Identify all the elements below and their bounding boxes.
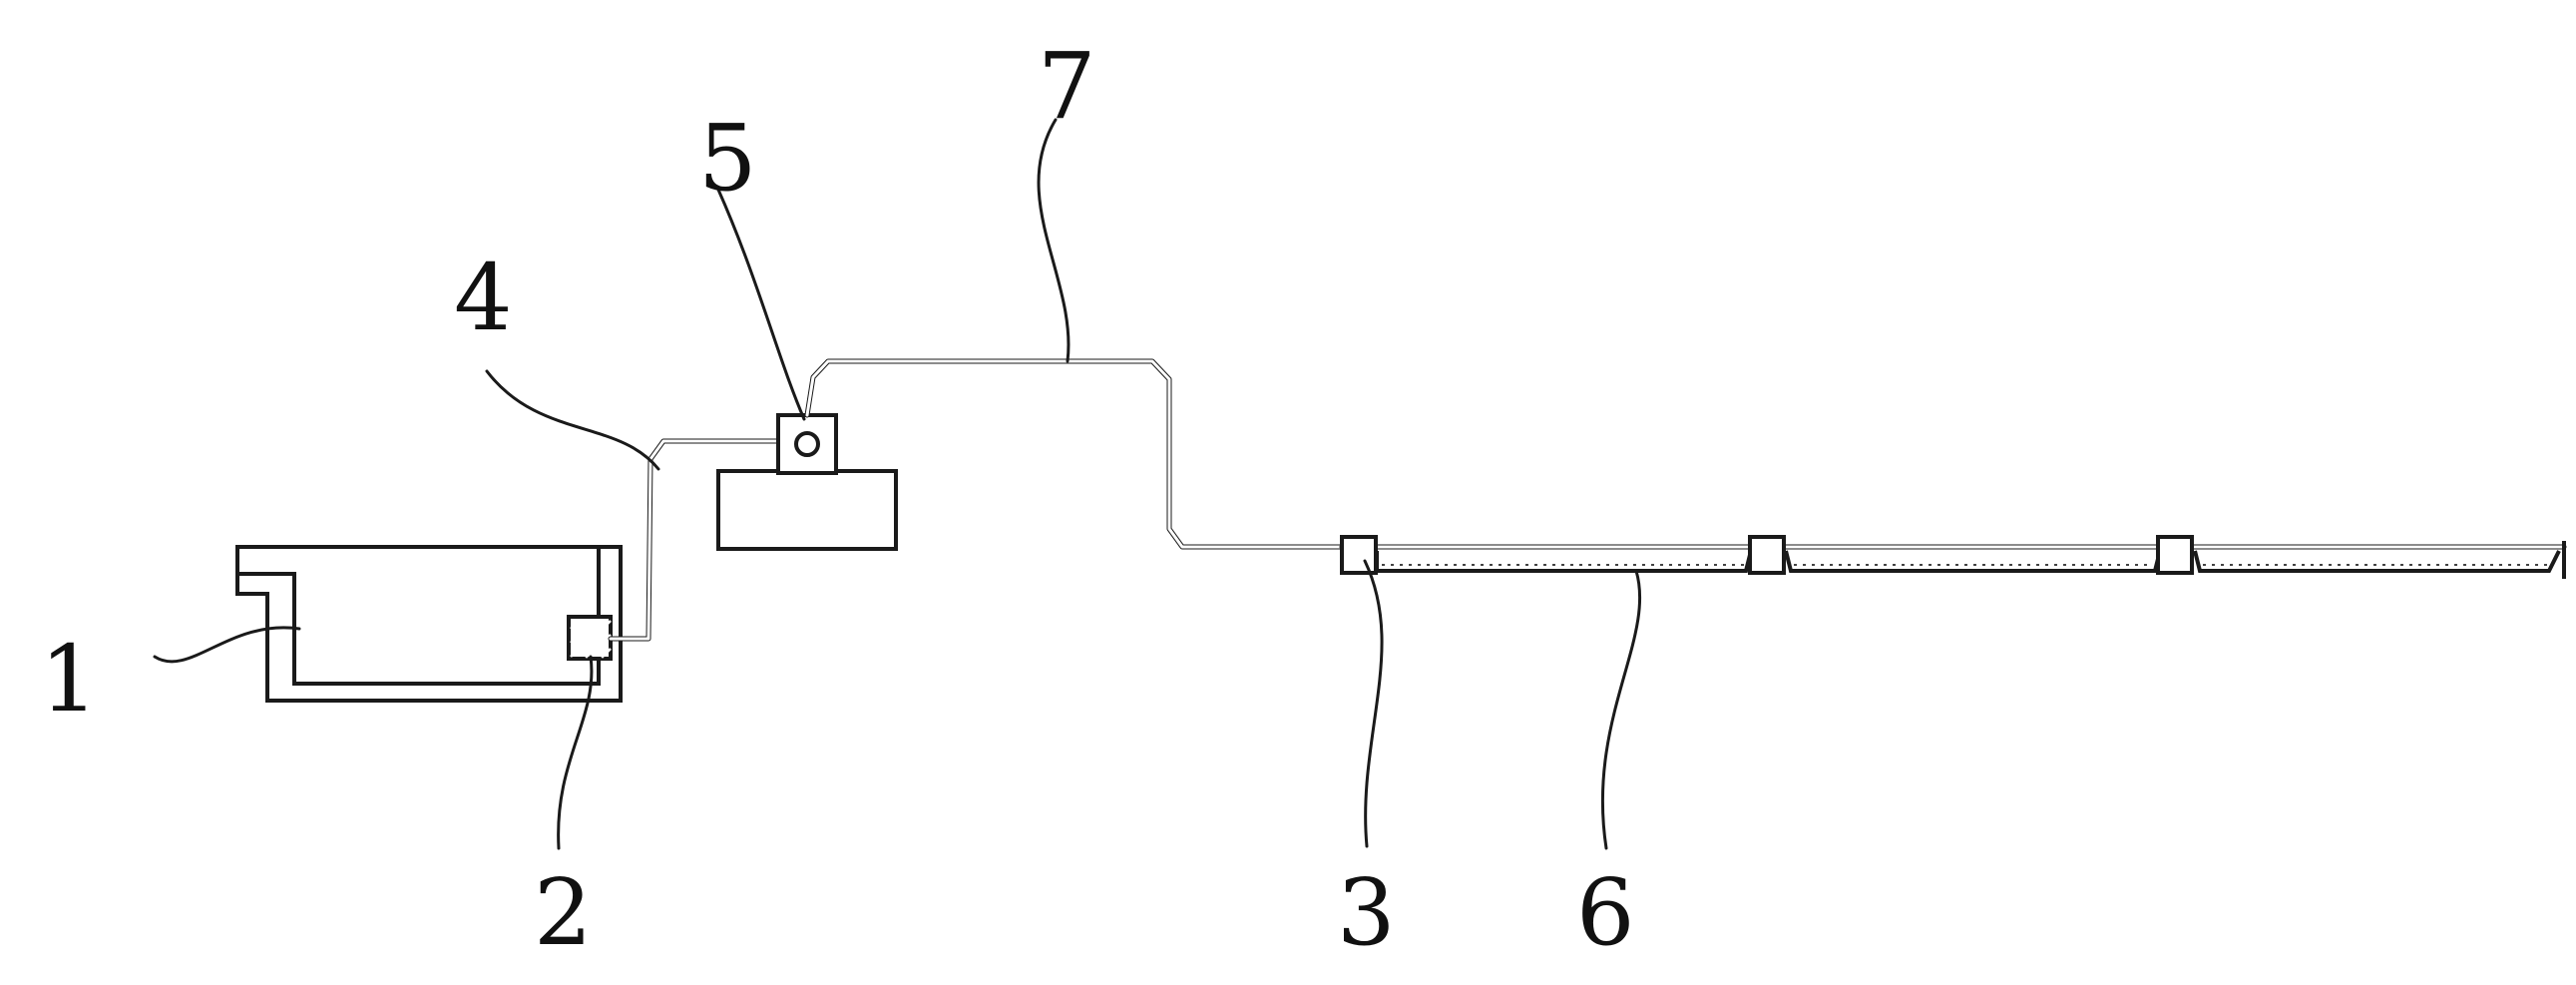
callout-label-2: 2 xyxy=(534,859,593,966)
leader-line-3 xyxy=(1363,559,1384,848)
leader-line-1 xyxy=(153,626,301,664)
pump-unit xyxy=(716,413,898,551)
water-tank xyxy=(235,545,623,703)
leader-line-5 xyxy=(716,188,806,421)
filter xyxy=(567,615,613,661)
callout-label-7: 7 xyxy=(1038,33,1096,140)
leader-line-2 xyxy=(557,655,594,850)
callout-label-6: 6 xyxy=(1576,859,1635,966)
leader-line-6 xyxy=(1600,569,1642,850)
emitter-line xyxy=(1339,541,2567,579)
delivery-pipe xyxy=(804,358,1345,550)
coupler xyxy=(2156,535,2194,575)
leader-line-7 xyxy=(1037,118,1071,363)
callout-label-1: 1 xyxy=(40,626,99,733)
callout-label-5: 5 xyxy=(698,105,757,212)
coupler xyxy=(1340,535,1378,575)
callout-label-3: 3 xyxy=(1337,859,1396,966)
coupler xyxy=(1748,535,1786,575)
leader-line-4 xyxy=(485,369,660,471)
callout-label-4: 4 xyxy=(454,245,513,351)
